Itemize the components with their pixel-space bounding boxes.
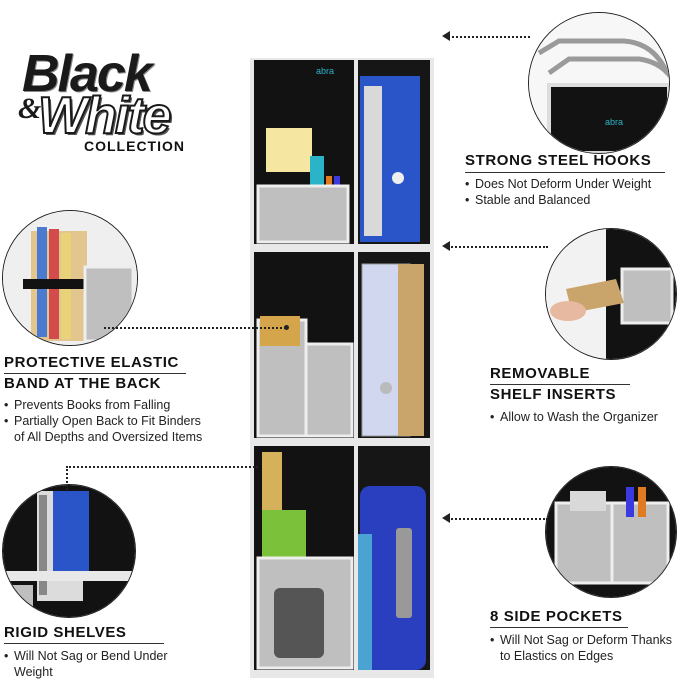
hooks-title-underline — [465, 172, 665, 173]
abra-logo-text: abra — [316, 66, 334, 76]
elastic-detail-circle — [2, 210, 138, 346]
inserts-title-line2: SHELF INSERTS — [490, 386, 617, 403]
hooks-pointer-line — [448, 36, 530, 38]
pockets-bullets: Will Not Sag or Deform Thanks to Elastic… — [490, 632, 678, 664]
brand-ampersand: & — [18, 92, 42, 125]
hooks-title: STRONG STEEL HOOKS — [465, 152, 652, 169]
pockets-title: 8 SIDE POCKETS — [490, 608, 623, 625]
brand-title-white: White — [37, 86, 173, 146]
elastic-bullet-1: Prevents Books from Falling — [4, 397, 204, 413]
elastic-band-closeup — [3, 211, 137, 345]
elastic-title-underline — [4, 373, 186, 374]
inserts-bullet-1: Allow to Wash the Organizer — [490, 409, 678, 425]
shelves-title: RIGID SHELVES — [4, 624, 127, 641]
elastic-bullet-2: Partially Open Back to Fit Binders of Al… — [4, 413, 204, 445]
elastic-title: PROTECTIVE ELASTIC BAND AT THE BACK — [4, 352, 179, 394]
inserts-title-line1: REMOVABLE — [490, 365, 591, 382]
inserts-arrow-icon — [442, 241, 450, 251]
hanging-organizer-image: abra — [250, 58, 434, 678]
shelves-title-underline — [4, 643, 164, 644]
shelves-bullets: Will Not Sag or Bend Under Weight — [4, 648, 204, 680]
inserts-title: REMOVABLE SHELF INSERTS — [490, 363, 616, 405]
hooks-bullets: Does Not Deform Under Weight Stable and … — [465, 176, 675, 208]
pockets-pointer-line — [448, 518, 548, 520]
inserts-pointer-line — [448, 246, 548, 248]
inserts-detail-circle — [545, 228, 677, 360]
rigid-shelf-closeup — [3, 485, 135, 617]
steel-hook-closeup: abra — [529, 13, 669, 153]
elastic-title-line2: BAND AT THE BACK — [4, 375, 162, 392]
pockets-bullet-1: Will Not Sag or Deform Thanks to Elastic… — [490, 632, 678, 664]
shelves-pointer-vertical — [66, 466, 68, 490]
hooks-bullet-1: Does Not Deform Under Weight — [465, 176, 675, 192]
side-pocket-closeup — [546, 467, 676, 597]
hooks-detail-circle: abra — [528, 12, 670, 154]
brand-subtitle: COLLECTION — [84, 138, 185, 154]
hooks-bullet-2: Stable and Balanced — [465, 192, 675, 208]
inserts-title-underline — [490, 384, 630, 385]
shelves-bullet-1: Will Not Sag or Bend Under Weight — [4, 648, 204, 680]
inserts-bullets: Allow to Wash the Organizer — [490, 409, 678, 425]
shelves-pointer-line — [66, 466, 258, 468]
elastic-pointer-line — [104, 327, 286, 329]
hooks-arrow-icon — [442, 31, 450, 41]
pockets-detail-circle — [545, 466, 677, 598]
svg-text:abra: abra — [605, 117, 623, 127]
shelf-insert-closeup — [546, 229, 676, 359]
brand-title-black: Black — [22, 45, 153, 103]
shelves-detail-circle — [2, 484, 136, 618]
elastic-pointer-dot — [284, 325, 289, 330]
pockets-arrow-icon — [442, 513, 450, 523]
elastic-bullets: Prevents Books from Falling Partially Op… — [4, 397, 204, 445]
pockets-title-underline — [490, 627, 628, 628]
elastic-title-line1: PROTECTIVE ELASTIC — [4, 354, 179, 371]
